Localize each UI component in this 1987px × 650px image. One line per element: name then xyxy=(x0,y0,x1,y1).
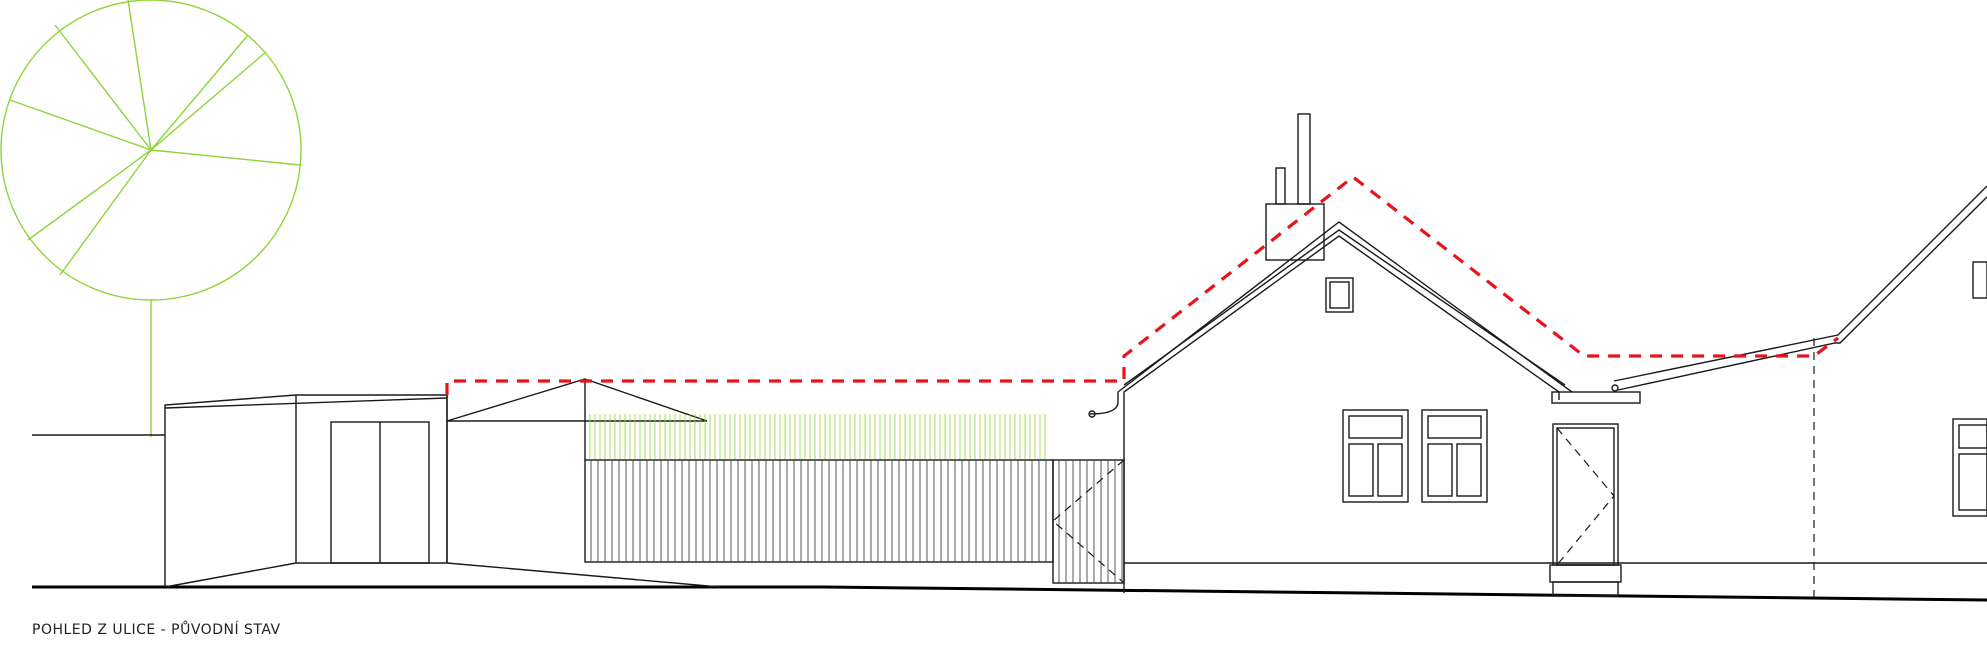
tree-branch xyxy=(150,34,249,151)
gate-slats xyxy=(1058,460,1123,583)
fence-slats xyxy=(590,460,1047,562)
gate xyxy=(1052,459,1125,584)
shed-outline xyxy=(446,378,708,563)
attic-window xyxy=(1325,277,1354,313)
chimney-short xyxy=(1275,167,1286,205)
drawing-caption: POHLED Z ULICE - PŮVODNÍ STAV xyxy=(32,622,281,638)
fence xyxy=(584,459,1054,563)
tree-branches xyxy=(9,0,301,276)
driveway-ramp xyxy=(164,562,297,588)
house-roof-inner xyxy=(1123,229,1566,386)
annex-roof-inner xyxy=(1617,196,1987,391)
gate-swing-mark xyxy=(1052,459,1125,584)
shed xyxy=(446,378,708,563)
window-left xyxy=(1342,409,1409,503)
left-gutter-end xyxy=(1088,410,1096,418)
hedge xyxy=(589,414,1046,459)
house-wall xyxy=(1123,235,1560,593)
garage-outline xyxy=(164,394,448,587)
proposed-outline xyxy=(445,174,1839,395)
tree-branch xyxy=(27,149,152,241)
attic-window-inner xyxy=(1329,281,1350,309)
window-right xyxy=(1421,409,1488,503)
ground-line xyxy=(32,585,1987,602)
main-house xyxy=(1088,113,1987,599)
driveway-ramp-right xyxy=(446,562,721,588)
annex-window-top xyxy=(1972,261,1987,299)
garage xyxy=(164,394,721,588)
house-roof-outer xyxy=(1117,221,1573,393)
right-gutter-end xyxy=(1611,384,1619,392)
left-gutter xyxy=(1089,392,1119,415)
garage-roof-edge xyxy=(164,397,448,409)
annex-roof-outer xyxy=(1613,185,1987,382)
tree-branch xyxy=(9,99,152,151)
chimney-tall xyxy=(1297,113,1311,205)
tree-branch xyxy=(150,149,301,166)
annex-window-inner-low xyxy=(1958,453,1987,511)
tree-branch xyxy=(59,149,152,276)
gate-frame xyxy=(1052,459,1125,584)
tree-branch xyxy=(150,51,267,151)
chimney-base xyxy=(1265,203,1325,261)
tree xyxy=(0,0,302,437)
house-door xyxy=(1549,391,1641,597)
tree-branch xyxy=(127,0,152,151)
annex-window xyxy=(1952,418,1987,517)
annex-window-inner xyxy=(1958,424,1987,449)
tree-branch xyxy=(54,24,152,151)
